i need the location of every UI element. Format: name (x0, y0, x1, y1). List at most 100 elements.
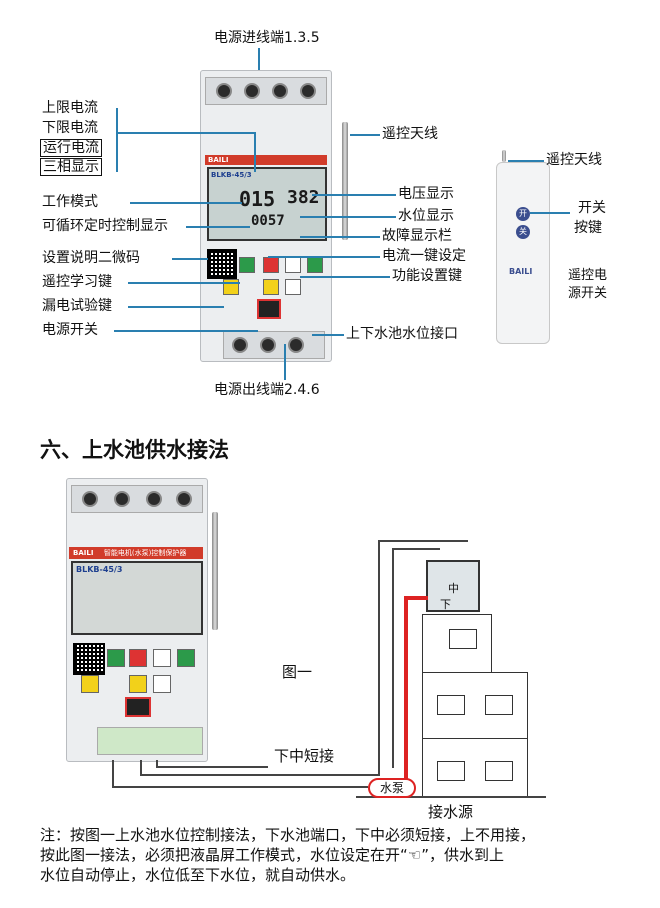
function-up-button[interactable] (285, 257, 301, 273)
label-current-set: 电流一键设定 (382, 248, 466, 264)
leader-line (186, 226, 250, 228)
terminal-screw (272, 83, 288, 99)
remote-learn-button[interactable] (239, 257, 255, 273)
leader-line (284, 344, 286, 380)
tank-mid-label: 中 (448, 582, 459, 595)
current-set-button[interactable] (129, 649, 147, 667)
label-three-phase: 三相显示 (40, 158, 102, 176)
lcd-level-digits: 0057 (251, 213, 285, 229)
label-remote-learn: 遥控学习键 (42, 274, 112, 290)
terminal-screw (260, 337, 276, 353)
leader-line (130, 202, 242, 204)
label-power-out: 电源出线端2.4.6 (214, 382, 320, 398)
qr-code (73, 643, 105, 675)
confirm-button[interactable] (263, 279, 279, 295)
top-terminal-block (205, 77, 327, 105)
remote-brand: BAILI (509, 267, 533, 276)
note-line-3: 水位自动停止，水位低至下水位，就自动供水。 (40, 866, 356, 884)
label-water-level-display: 水位显示 (398, 208, 454, 224)
terminal-screw (244, 83, 260, 99)
remote-on-button[interactable]: 开 (516, 207, 530, 221)
leader-line (258, 48, 260, 78)
terminal-screw (82, 491, 98, 507)
label-tank-port: 上下水池水位接口 (346, 326, 458, 342)
leader-line (128, 306, 224, 308)
leader-line (116, 108, 118, 172)
leader-line (268, 256, 380, 258)
leader-line (300, 276, 390, 278)
wire (156, 766, 268, 768)
lcd-model: BLKB-45/3 (211, 171, 252, 179)
wire (378, 540, 380, 776)
leader-line (254, 132, 256, 172)
label-qr-help: 设置说明二微码 (42, 250, 140, 266)
wire (156, 760, 158, 766)
lcd-screen: BLKB-45/3 (71, 561, 203, 635)
building-ground-floor (422, 738, 528, 798)
label-upper-current: 上限电流 (42, 100, 98, 116)
wire (392, 548, 394, 768)
brand-name: BAILI (208, 156, 229, 164)
leader-line (116, 132, 256, 134)
label-running-current: 运行电流 (40, 139, 102, 157)
function-down-button[interactable] (153, 675, 171, 693)
note-line-2: 按此图一接法，必须把液晶屏工作模式，水位设定在开“☜”，供水到上 (40, 846, 504, 864)
lcd-model: BLKB-45/3 (76, 565, 123, 574)
ground-line (356, 796, 546, 798)
antenna (212, 512, 218, 630)
terminal-screw (288, 337, 304, 353)
label-remote-power-2: 源开关 (568, 286, 608, 301)
function-up-button[interactable] (153, 649, 171, 667)
leader-line (114, 330, 258, 332)
brand-strip: BAILI (205, 155, 327, 165)
protector-device-2: BAILI 智能电机(水泵)控制保护器 BLKB-45/3 (66, 478, 208, 762)
leader-line (530, 212, 570, 214)
leader-line (350, 134, 380, 136)
remote-learn-button[interactable] (107, 649, 125, 667)
label-remote-antenna-2: 遥控天线 (546, 152, 602, 168)
label-power-in: 电源进线端1.3.5 (214, 30, 320, 46)
terminal-screw (300, 83, 316, 99)
wire (140, 760, 142, 774)
label-power-switch: 电源开关 (42, 322, 98, 338)
current-set-button[interactable] (263, 257, 279, 273)
leader-line (508, 160, 544, 162)
leader-line (172, 258, 208, 260)
label-voltage-display: 电压显示 (398, 186, 454, 202)
leader-line (128, 282, 240, 284)
label-leak-test: 漏电试验键 (42, 298, 112, 314)
tank-low-label: 下 (440, 598, 451, 611)
remote-antenna (502, 150, 506, 162)
lcd-screen: BLKB-45/3 015 382 0057 (207, 167, 327, 241)
top-terminal-block (71, 485, 203, 513)
pump: 水泵 (368, 778, 416, 798)
label-function-key: 功能设置键 (392, 268, 462, 284)
remote-off-button[interactable]: 关 (516, 225, 530, 239)
building-middle-floor (422, 672, 528, 740)
window (449, 629, 477, 649)
confirm-button[interactable] (129, 675, 147, 693)
wire (140, 774, 380, 776)
terminal-screw (232, 337, 248, 353)
antenna (342, 122, 348, 240)
leak-test-button[interactable] (81, 675, 99, 693)
terminal-screw (114, 491, 130, 507)
label-fault-bar: 故障显示栏 (382, 228, 452, 244)
leader-line (312, 334, 344, 336)
function-down-button[interactable] (285, 279, 301, 295)
figure-label: 图一 (282, 663, 313, 681)
supply-pipe (404, 596, 408, 782)
function-button[interactable] (307, 257, 323, 273)
power-rocker-switch[interactable] (125, 697, 151, 717)
label-work-mode: 工作模式 (42, 194, 98, 210)
power-rocker-switch[interactable] (257, 299, 281, 319)
bottom-terminal-block (97, 727, 203, 755)
brand-strip: BAILI 智能电机(水泵)控制保护器 (69, 547, 203, 559)
window (437, 761, 465, 781)
product-name: 智能电机(水泵)控制保护器 (103, 549, 187, 557)
lcd-current-digits: 015 (239, 187, 276, 211)
terminal-screw (216, 83, 232, 99)
function-button[interactable] (177, 649, 195, 667)
label-switch-key-1: 开关 (578, 200, 606, 216)
terminal-screw (176, 491, 192, 507)
